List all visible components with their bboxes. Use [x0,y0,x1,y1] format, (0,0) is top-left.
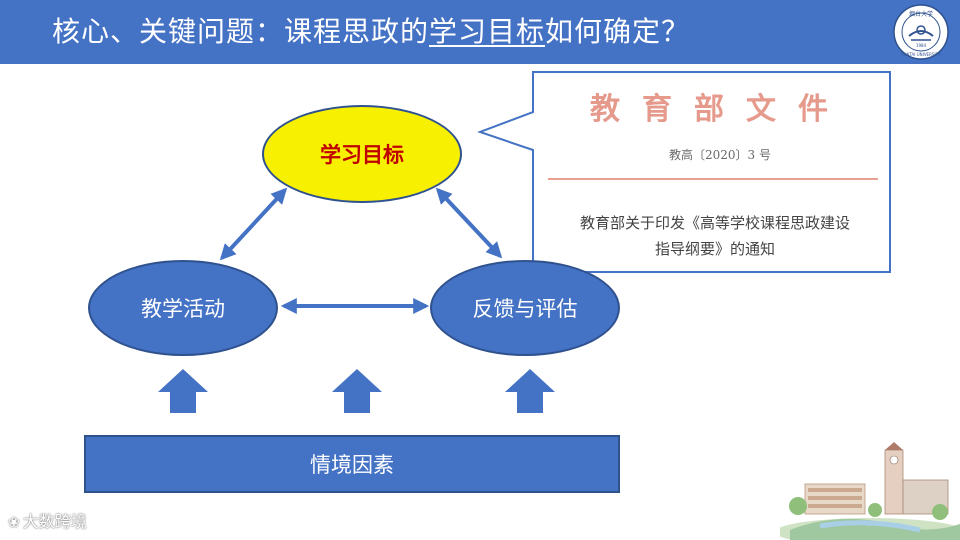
document-notice-line2: 指导纲要》的通知 [654,240,775,258]
node-teaching-activities-label: 教学活动 [141,297,225,321]
node-feedback-assessment-label: 反馈与评估 [472,297,578,321]
document-title: 教育部文件 [590,92,850,127]
arrow-goal-teaching [219,187,288,261]
node-learning-goal: 学习目标 [262,105,462,203]
title-suffix: 如何确定？ [545,15,691,48]
title-banner [0,0,960,64]
arrow-goal-feedback [435,187,503,259]
node-situational-factors-label: 情境因素 [310,453,394,477]
page-title: 核心、关键问题：课程思政的学习目标如何确定？ [52,12,690,52]
document-rule [548,178,878,180]
title-prefix: 核心、关键问题：课程思政的 [52,15,430,48]
document-number: 教高〔2020〕3 号 [669,148,771,162]
up-arrow-left [158,369,208,413]
title-highlight: 学习目标 [429,15,546,48]
watermark-icon: ❀ [8,515,20,531]
logo-top-text: 烟台大学 [909,10,933,18]
node-teaching-activities: 教学活动 [88,260,278,356]
node-situational-factors: 情境因素 [84,435,620,493]
university-logo: 烟台大学 1984 YANTAI UNIVERSITY [893,4,949,60]
node-learning-goal-label: 学习目标 [320,143,404,167]
document-notice-line1: 教育部关于印发《高等学校课程思政建设 [579,214,850,232]
logo-year: 1984 [916,43,927,48]
campus-illustration [780,440,960,540]
watermark-text: 大数跨境 [22,512,87,531]
up-arrow-middle [332,369,382,413]
watermark: ❀大数跨境 [8,508,87,532]
logo-bottom-text: YANTAI UNIVERSITY [901,52,941,57]
document-callout [477,71,891,273]
node-feedback-assessment: 反馈与评估 [430,260,620,356]
up-arrow-right [505,369,555,413]
